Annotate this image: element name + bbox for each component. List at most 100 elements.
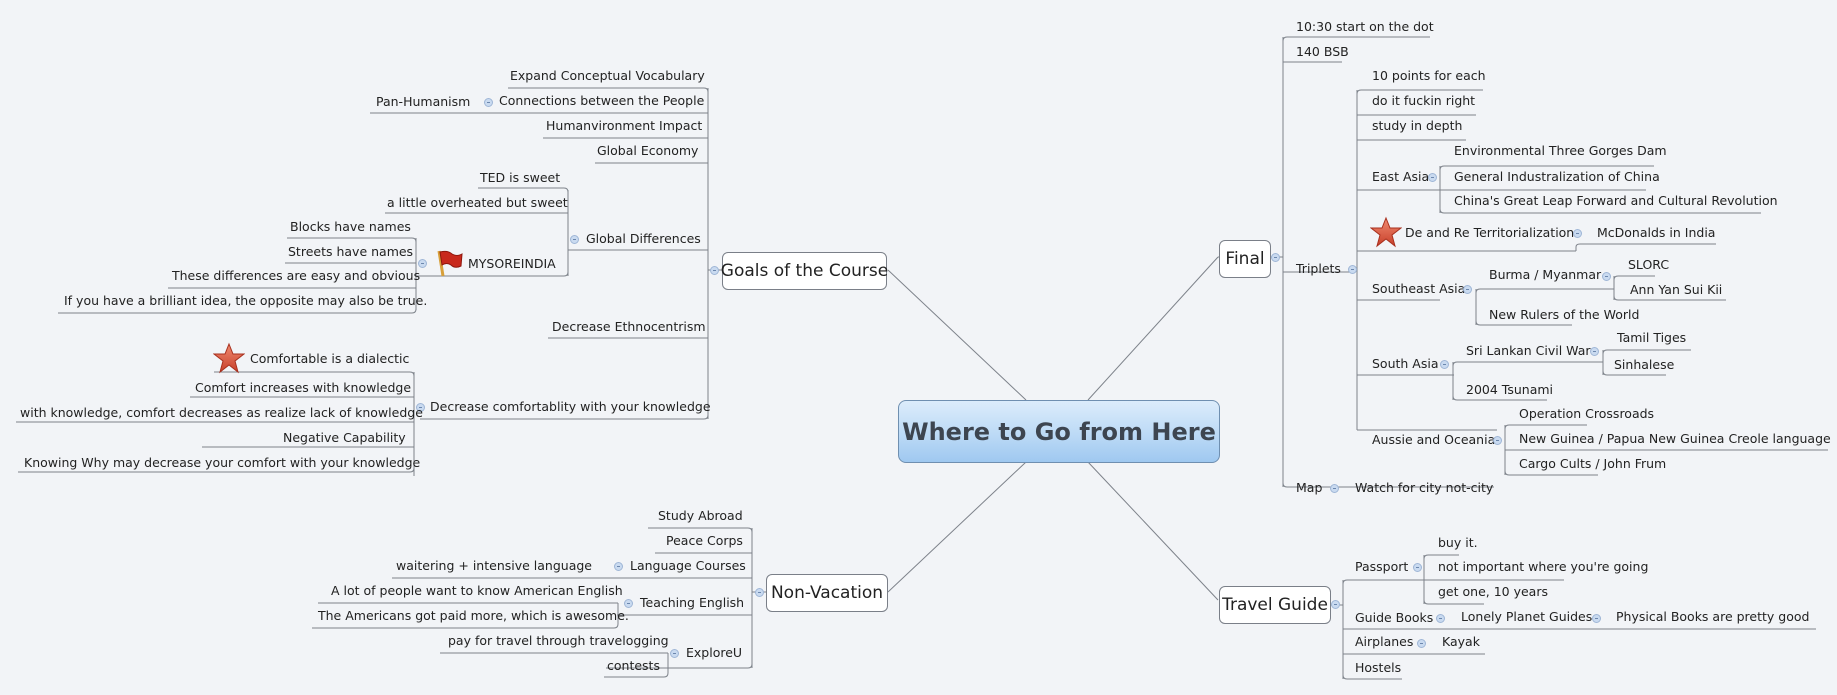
node-differences-easy-obvious[interactable]: These differences are easy and obvious xyxy=(172,268,421,283)
node-triplets[interactable]: Triplets xyxy=(1296,261,1341,276)
collapse-passport-icon[interactable] xyxy=(1413,563,1422,572)
node-great-leap-forward[interactable]: China's Great Leap Forward and Cultural … xyxy=(1454,193,1778,208)
collapse-territorialization-icon[interactable] xyxy=(1573,229,1582,238)
collapse-triplets-icon[interactable] xyxy=(1348,265,1357,274)
node-comfort-decreases[interactable]: with knowledge, comfort decreases as rea… xyxy=(20,405,423,420)
collapse-connections-icon[interactable] xyxy=(484,98,493,107)
node-pan-humanism[interactable]: Pan-Humanism xyxy=(376,94,471,109)
node-sinhalese[interactable]: Sinhalese xyxy=(1614,357,1675,372)
node-american-english[interactable]: A lot of people want to know American En… xyxy=(331,583,623,598)
collapse-map-icon[interactable] xyxy=(1330,484,1339,493)
collapse-language-courses-icon[interactable] xyxy=(614,562,623,571)
node-southeast-asia[interactable]: Southeast Asia xyxy=(1372,281,1466,296)
node-de-and-re-territorialization[interactable]: De and Re Territorialization xyxy=(1405,225,1575,240)
central-topic[interactable]: Where to Go from Here xyxy=(898,400,1220,463)
node-slorc[interactable]: SLORC xyxy=(1628,257,1670,272)
node-blocks-have-names[interactable]: Blocks have names xyxy=(290,219,411,234)
node-tamil-tiges[interactable]: Tamil Tiges xyxy=(1617,330,1687,345)
topic-non-vacation[interactable]: Non-Vacation xyxy=(766,574,888,612)
collapse-decrease-comfortablity-icon[interactable] xyxy=(416,403,425,412)
node-operation-crossroads[interactable]: Operation Crossroads xyxy=(1519,406,1655,421)
collapse-final-icon[interactable] xyxy=(1271,253,1280,262)
node-ted-is-sweet[interactable]: TED is sweet xyxy=(480,170,561,185)
node-mcdonalds-in-india[interactable]: McDonalds in India xyxy=(1597,225,1716,240)
collapse-south-asia-icon[interactable] xyxy=(1440,360,1449,369)
node-peace-corps[interactable]: Peace Corps xyxy=(666,533,743,548)
node-teaching-english[interactable]: Teaching English xyxy=(640,595,745,610)
collapse-burma-icon[interactable] xyxy=(1602,272,1611,281)
node-map[interactable]: Map xyxy=(1296,480,1323,495)
node-negative-capability[interactable]: Negative Capability xyxy=(283,430,406,445)
node-watch-for-city[interactable]: Watch for city not-city xyxy=(1355,480,1494,495)
collapse-mysoreindia-icon[interactable] xyxy=(418,259,427,268)
node-kayak[interactable]: Kayak xyxy=(1442,634,1480,649)
node-sri-lankan-civil-war[interactable]: Sri Lankan Civil War xyxy=(1466,343,1591,358)
node-contests[interactable]: contests xyxy=(607,658,660,673)
collapse-guide-books-icon[interactable] xyxy=(1436,614,1445,623)
node-new-rulers[interactable]: New Rulers of the World xyxy=(1489,307,1640,322)
node-mysoreindia[interactable]: MYSOREINDIA xyxy=(468,256,556,271)
node-buy-it[interactable]: buy it. xyxy=(1438,535,1478,550)
collapse-travel-guide-icon[interactable] xyxy=(1331,600,1340,609)
node-south-asia[interactable]: South Asia xyxy=(1372,356,1439,371)
collapse-lonely-planet-icon[interactable] xyxy=(1592,614,1601,623)
star-icon xyxy=(212,342,246,378)
node-lonely-planet[interactable]: Lonely Planet Guides xyxy=(1461,609,1593,624)
node-new-guinea[interactable]: New Guinea / Papua New Guinea Creole lan… xyxy=(1519,431,1831,446)
node-study-abroad[interactable]: Study Abroad xyxy=(658,508,743,523)
node-cargo-cults[interactable]: Cargo Cults / John Frum xyxy=(1519,456,1667,471)
node-waitering[interactable]: waitering + intensive language xyxy=(396,558,592,573)
node-get-one-10-years[interactable]: get one, 10 years xyxy=(1438,584,1548,599)
node-global-economy[interactable]: Global Economy xyxy=(597,143,699,158)
topic-travel-guide[interactable]: Travel Guide xyxy=(1219,586,1331,624)
node-not-important[interactable]: not important where you're going xyxy=(1438,559,1649,574)
node-decrease-ethnocentrism[interactable]: Decrease Ethnocentrism xyxy=(552,319,706,334)
collapse-sri-lanka-icon[interactable] xyxy=(1590,347,1599,356)
collapse-exploreu-icon[interactable] xyxy=(670,649,679,658)
node-decrease-comfortablity[interactable]: Decrease comfortablity with your knowled… xyxy=(430,399,711,414)
collapse-airplanes-icon[interactable] xyxy=(1417,639,1426,648)
node-hostels[interactable]: Hostels xyxy=(1355,660,1402,675)
node-study-in-depth[interactable]: study in depth xyxy=(1372,118,1463,133)
node-brilliant-idea[interactable]: If you have a brilliant idea, the opposi… xyxy=(64,293,428,308)
node-industralization-of-china[interactable]: General Industralization of China xyxy=(1454,169,1660,184)
node-humanvironment-impact[interactable]: Humanvironment Impact xyxy=(546,118,703,133)
node-paid-more[interactable]: The Americans got paid more, which is aw… xyxy=(318,608,629,623)
collapse-southeast-asia-icon[interactable] xyxy=(1463,285,1472,294)
topic-final[interactable]: Final xyxy=(1219,240,1271,278)
node-140-bsb[interactable]: 140 BSB xyxy=(1296,44,1349,59)
node-global-differences[interactable]: Global Differences xyxy=(586,231,701,246)
collapse-oceania-icon[interactable] xyxy=(1493,436,1502,445)
collapse-east-asia-icon[interactable] xyxy=(1428,173,1437,182)
node-airplanes[interactable]: Airplanes xyxy=(1355,634,1414,649)
collapse-goals-icon[interactable] xyxy=(710,266,719,275)
node-comfortable-is-a-dialectic[interactable]: Comfortable is a dialectic xyxy=(250,351,410,366)
node-overheated-but-sweet[interactable]: a little overheated but sweet xyxy=(387,195,568,210)
node-aussie-and-oceania[interactable]: Aussie and Oceania xyxy=(1372,432,1496,447)
node-knowing-why[interactable]: Knowing Why may decrease your comfort wi… xyxy=(24,455,421,470)
node-language-courses[interactable]: Language Courses xyxy=(630,558,746,573)
node-exploreu[interactable]: ExploreU xyxy=(686,645,743,660)
node-expand-conceptual-vocabulary[interactable]: Expand Conceptual Vocabulary xyxy=(510,68,705,83)
node-start-on-the-dot[interactable]: 10:30 start on the dot xyxy=(1296,19,1434,34)
node-physical-books[interactable]: Physical Books are pretty good xyxy=(1616,609,1810,624)
node-burma-myanmar[interactable]: Burma / Myanmar xyxy=(1489,267,1602,282)
node-do-it-right[interactable]: do it fuckin right xyxy=(1372,93,1476,108)
node-streets-have-names[interactable]: Streets have names xyxy=(288,244,414,259)
node-guide-books[interactable]: Guide Books xyxy=(1355,610,1434,625)
collapse-non-vacation-icon[interactable] xyxy=(755,588,764,597)
node-passport[interactable]: Passport xyxy=(1355,559,1409,574)
topic-goals-of-the-course[interactable]: Goals of the Course xyxy=(721,252,888,290)
collapse-teaching-english-icon[interactable] xyxy=(624,599,633,608)
collapse-global-differences-icon[interactable] xyxy=(570,235,579,244)
node-connections-between-the-people[interactable]: Connections between the People xyxy=(499,93,705,108)
node-comfort-increases[interactable]: Comfort increases with knowledge xyxy=(195,380,412,395)
node-three-gorges-dam[interactable]: Environmental Three Gorges Dam xyxy=(1454,143,1667,158)
node-ann-yan-sui-kii[interactable]: Ann Yan Sui Kii xyxy=(1630,282,1723,297)
star-icon xyxy=(1369,216,1403,252)
node-east-asia[interactable]: East Asia xyxy=(1372,169,1430,184)
flag-icon xyxy=(434,248,464,282)
node-travelogging[interactable]: pay for travel through travelogging xyxy=(448,633,669,648)
node-10-points[interactable]: 10 points for each xyxy=(1372,68,1486,83)
node-2004-tsunami[interactable]: 2004 Tsunami xyxy=(1466,382,1554,397)
